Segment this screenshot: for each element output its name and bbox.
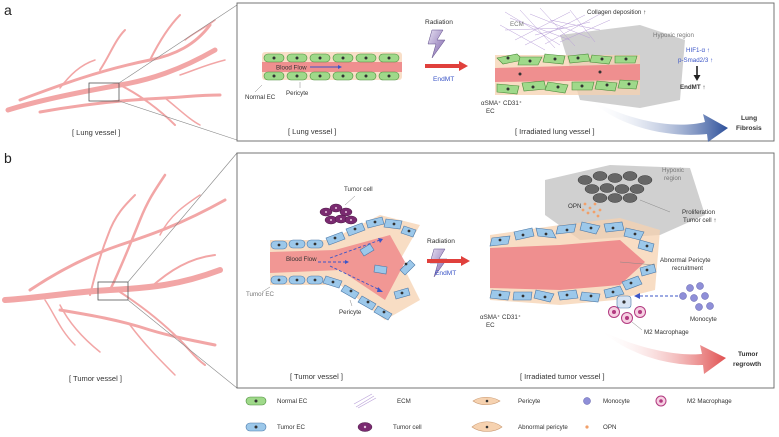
panel-b-blood-flow: Blood Flow [286, 256, 317, 263]
panel-a-ec: EC [486, 108, 495, 115]
tumor-zoom-box [97, 281, 129, 301]
panel-a-ecm: ECM [510, 21, 524, 28]
panel-a-radiation: Radiation [425, 19, 453, 26]
normal-lung-vessel [262, 52, 402, 81]
panel-b-mid-caption: [ Tumor vessel ] [290, 372, 343, 381]
panel-a-hypoxic: Hypoxic region [653, 32, 694, 39]
panel-a-normal-ec: Normal EC [245, 94, 276, 101]
panel-b-monocyte: Monocyte [690, 316, 717, 323]
panel-b-box [236, 152, 775, 389]
panel-b-letter: b [4, 150, 12, 166]
panel-b-ec: EC [486, 322, 495, 329]
panel-a-psmad: p-Smad2/3 ↑ [678, 57, 713, 64]
radiation-arrow-a [425, 64, 459, 68]
irradiated-lung-vessel [495, 53, 640, 95]
panel-b-abn-line1: Abnormal Pericyte [660, 257, 711, 264]
panel-b-outcome-line1: Tumor [738, 351, 758, 358]
panel-b-outcome-line2: regrowth [733, 361, 761, 368]
legend-tumor-ec: Tumor EC [277, 424, 305, 431]
panel-a-left-caption: [ Lung vessel ] [72, 128, 120, 137]
tumor-cell-cluster [319, 203, 358, 225]
panel-b-tumor-ec: Tumor EC [246, 291, 274, 298]
opn-dots [581, 202, 602, 218]
panel-b-hypoxic-line1: Hypoxic [662, 167, 684, 174]
panel-b-tumor-cell: Tumor cell [344, 186, 373, 193]
lung-zoom-box [88, 82, 120, 102]
panel-b-right-caption: [ Irradiated tumor vessel ] [520, 372, 605, 381]
legend-normal-ec: Normal EC [277, 398, 308, 405]
radiation-arrow-b [427, 259, 461, 263]
irradiated-tumor-vessel [489, 218, 660, 305]
legend-pericyte: Pericyte [518, 398, 541, 405]
panel-b-endmt: EndMT [435, 270, 456, 277]
panel-a-outcome-line2: Fibrosis [736, 125, 762, 132]
panel-b-prolif-line1: Proliferation [682, 209, 716, 216]
panel-a-right-caption: [ Irradiated lung vessel ] [515, 127, 595, 136]
lung-vessel-tree [5, 14, 226, 126]
fibrosis-arrow [590, 100, 728, 142]
regrowth-arrow [600, 330, 726, 374]
m2-macrophages [608, 306, 646, 324]
panel-b-opn: OPN [568, 203, 581, 210]
monocytes [679, 282, 714, 311]
panel-b-radiation: Radiation [427, 238, 455, 245]
legend-m2: M2 Macrophage [687, 398, 732, 405]
legend: Normal EC ECM Pericyte Monocyte M2 Macro… [245, 393, 732, 432]
panel-a-box [236, 2, 775, 142]
panel-b-asma: αSMA⁺ CD31⁺ [480, 314, 521, 321]
panel-a-mid-caption: [ Lung vessel ] [288, 127, 336, 136]
legend-abnormal-pericyte: Abnormal pericyte [518, 424, 568, 431]
panel-a-outcome-line1: Lung [741, 115, 757, 122]
panel-a-hif: HIF1-α ↑ [686, 47, 710, 54]
legend-tumor-cell: Tumor cell [393, 424, 422, 431]
panel-b-prolif-line2: Tumor cell ↑ [683, 217, 716, 224]
radiation-bolt-a [427, 29, 446, 59]
legend-opn: OPN [603, 424, 616, 431]
panel-b-left-caption: [ Tumor vessel ] [69, 374, 122, 383]
panel-a-letter: a [4, 2, 12, 18]
panel-a-asma: αSMA⁺ CD31⁺ [481, 100, 522, 107]
legend-monocyte: Monocyte [603, 398, 630, 405]
tumor-vessel [270, 215, 420, 321]
panel-a-blood-flow: Blood Flow [276, 65, 307, 72]
panel-a-collagen: Collagen deposition ↑ [587, 9, 646, 16]
legend-ecm: ECM [397, 398, 411, 405]
panel-b-hypoxic-line2: region [664, 175, 682, 182]
panel-b-m2: M2 Macrophage [644, 329, 689, 336]
tumor-vessel-tree [2, 173, 227, 376]
ecm-fibers [499, 7, 611, 51]
panel-a-endmt-up: EndMT ↑ [680, 84, 705, 91]
panel-b-abn-line2: recruitment [672, 265, 703, 272]
panel-b-pericyte: Pericyte [339, 309, 362, 316]
panel-a-endmt: EndMT [433, 76, 454, 83]
proliferating-tumor-cells [577, 171, 653, 203]
panel-a-pericyte: Pericyte [286, 90, 309, 97]
